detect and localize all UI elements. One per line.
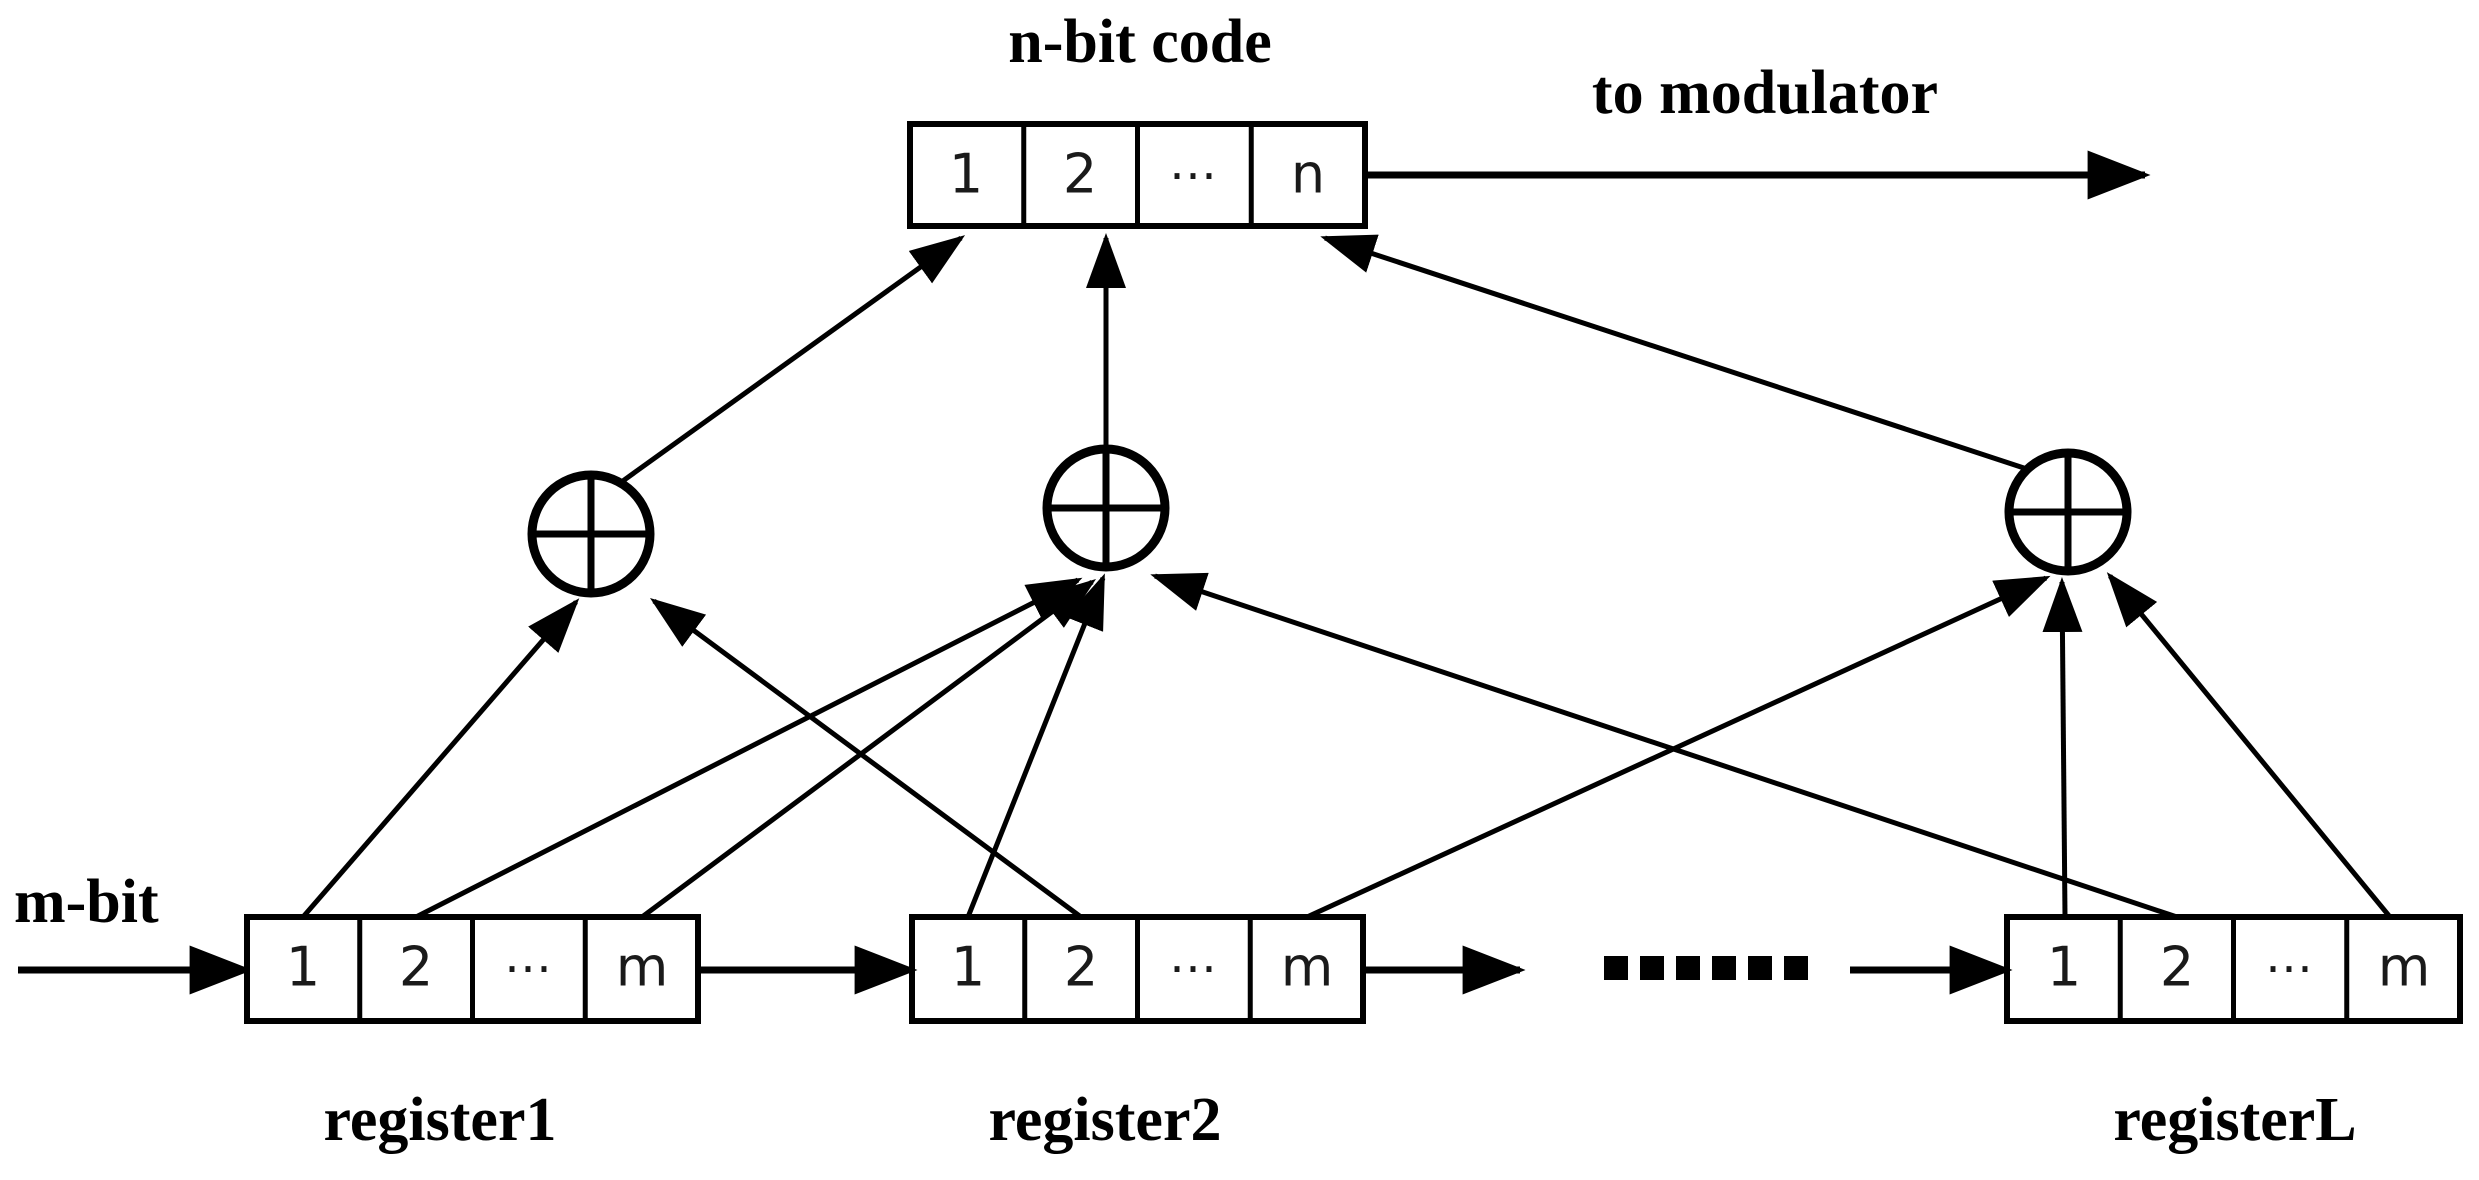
n-bit-code-register: 1 2 ⋯ n <box>907 121 1368 229</box>
register1-cell-2: 2 <box>399 936 433 999</box>
xor1-to-nbit-cell1 <box>618 235 966 486</box>
tap-r2c1-to-xor2 <box>965 573 1106 918</box>
register2-cell-2: 2 <box>1064 936 1098 999</box>
tap-r1c1-to-xor1 <box>301 598 580 919</box>
n-bit-cell-ellipsis: ⋯ <box>1169 147 1219 203</box>
xor-2 <box>1042 444 1170 572</box>
registerL-cell-ellipsis: ⋯ <box>2265 940 2315 996</box>
register2-cell-ellipsis: ⋯ <box>1169 940 1219 996</box>
registerL: 1 2 ⋯ m registerL <box>2004 914 2463 1154</box>
register2: 1 2 ⋯ m register2 <box>909 914 1366 1154</box>
tap-r1cm-to-xor2 <box>640 579 1097 920</box>
registerL-cell-m: m <box>2378 936 2431 999</box>
tap-r2c2-to-xor1 <box>649 598 1083 920</box>
to-modulator-label: to modulator <box>1592 59 1938 127</box>
register2-label: register2 <box>989 1086 1222 1154</box>
continuation-dot-6 <box>1784 956 1808 980</box>
register2-cell-1: 1 <box>951 936 985 999</box>
register1-cell-m: m <box>616 936 669 999</box>
register1: 1 2 ⋯ m register1 <box>244 914 701 1154</box>
continuation-dot-5 <box>1748 956 1772 980</box>
register1-label: register1 <box>324 1086 557 1154</box>
tap-r1c2-to-xor2 <box>414 577 1083 920</box>
registerL-cell-2: 2 <box>2160 936 2194 999</box>
continuation-dots <box>1604 956 1808 980</box>
register2-cell-m: m <box>1281 936 1334 999</box>
register1-cell-ellipsis: ⋯ <box>504 940 554 996</box>
xor-1 <box>527 470 655 598</box>
continuation-dot-3 <box>1676 956 1700 980</box>
continuation-dot-1 <box>1604 956 1628 980</box>
tap-rLc2-to-xor2 <box>1150 572 2178 920</box>
n-bit-cell-1: 1 <box>949 143 983 206</box>
xorL-to-nbit-celln <box>1320 234 2031 473</box>
tap-rLc1-to-xorL <box>2042 577 2083 918</box>
n-bit-cell-n: n <box>1291 143 1325 206</box>
continuation-dot-2 <box>1640 956 1664 980</box>
registerL-label: registerL <box>2113 1086 2356 1154</box>
m-bit-input-label: m-bit <box>14 868 159 936</box>
n-bit-cell-2: 2 <box>1063 143 1097 206</box>
continuation-dot-4 <box>1712 956 1736 980</box>
register1-cell-1: 1 <box>286 936 320 999</box>
registerL-cell-1: 1 <box>2047 936 2081 999</box>
tap-rLcm-to-xorL <box>2106 572 2392 919</box>
page-title: n-bit code <box>1008 8 1272 76</box>
xor-L <box>2004 448 2132 576</box>
